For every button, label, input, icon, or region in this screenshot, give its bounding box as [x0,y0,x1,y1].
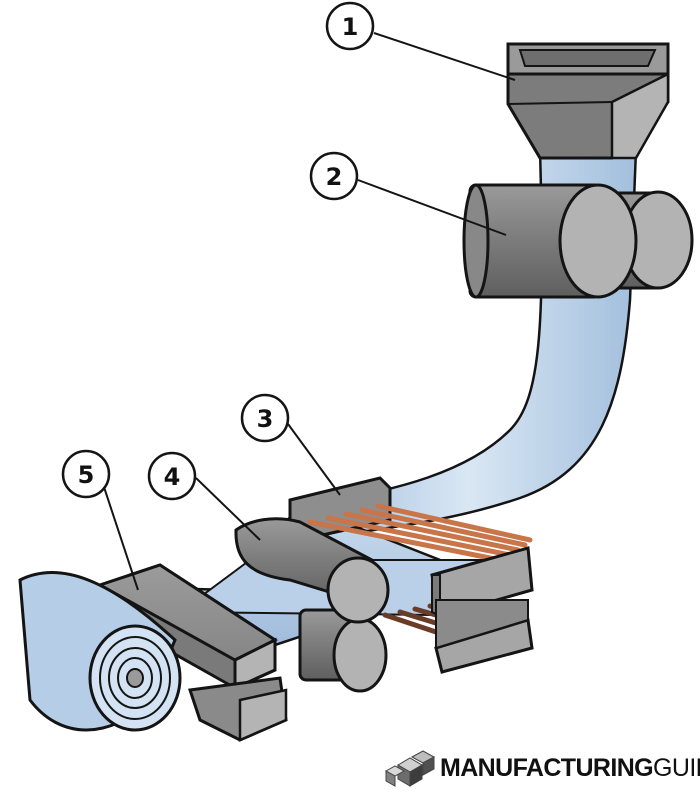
manufacturing-guide-logo-icon [384,750,436,787]
brand-light-text: GUIDE [653,753,700,782]
callout-3: 3 [240,393,290,443]
cooling-rollers [234,517,390,693]
callout-5-label: 5 [78,461,95,489]
callout-3-label: 3 [257,405,274,433]
callout-2: 2 [309,151,359,201]
brand-strong-text: MANUFACTURING [440,753,654,782]
press-block [96,563,288,742]
hopper [506,42,670,160]
callout-leaders [100,32,516,591]
brand-wordmark: MANUFACTURINGGUIDE [440,748,700,788]
callout-1-label: 1 [342,13,359,41]
product-roll [18,571,182,732]
calender-rollers [462,183,694,299]
callout-1: 1 [325,1,375,51]
callout-4: 4 [147,451,197,501]
callout-4-label: 4 [164,463,181,491]
callout-5: 5 [61,449,111,499]
callout-2-label: 2 [326,163,343,191]
heater-unit [288,476,534,674]
